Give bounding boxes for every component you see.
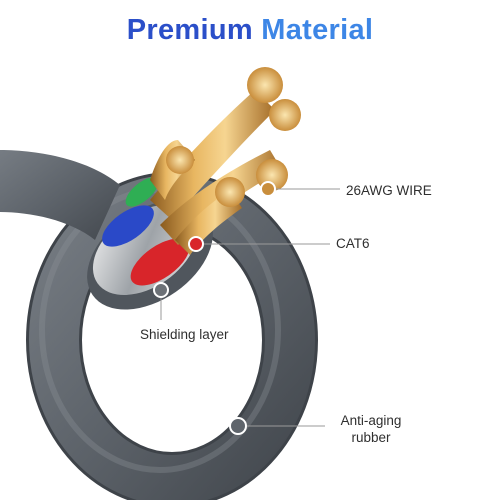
cable-segment-left [0, 150, 120, 240]
marker-rubber [229, 417, 247, 435]
title-word-premium: Premium [126, 14, 253, 46]
strand-tip-2 [269, 99, 301, 131]
inner-wires [102, 177, 190, 286]
callout-rubber: rubber [351, 430, 391, 445]
wire-green [125, 177, 159, 207]
callout-26awg-wire: 26AWG WIRE [346, 183, 432, 198]
wire-red [130, 238, 190, 286]
strand-tip-4 [215, 177, 245, 207]
marker-shielding [153, 282, 169, 298]
callout-cat6: CAT6 [336, 236, 370, 251]
callout-shielding-layer: Shielding layer [140, 327, 229, 342]
marker-cat6 [188, 236, 204, 252]
wire-blue [102, 205, 154, 247]
page-title: Premium Material [0, 14, 500, 47]
title-word-material: Material [261, 14, 374, 46]
callout-anti-aging: Anti-aging [340, 413, 402, 428]
strand-tip-3 [166, 146, 194, 174]
callout-lines [160, 188, 340, 427]
callout-markers [153, 181, 276, 435]
marker-wire [260, 181, 276, 197]
strand-tip-1 [247, 67, 283, 103]
